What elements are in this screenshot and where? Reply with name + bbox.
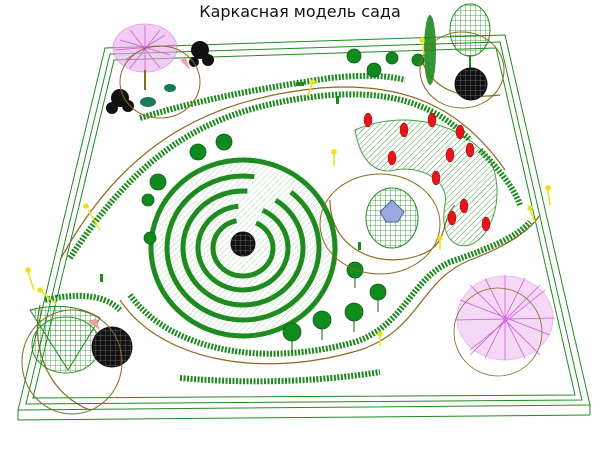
- garden-figures: [100, 82, 361, 282]
- lamp-posts: [25, 37, 551, 346]
- dark-shrubs: [106, 41, 214, 114]
- rose-garden: [354, 112, 498, 247]
- fountain-gazebo: [319, 173, 441, 275]
- blossom-tree-top-left: [112, 23, 178, 90]
- spiral-labyrinth: [148, 156, 338, 340]
- top-left-round-bed: [119, 45, 201, 119]
- garden-paths: [36, 54, 541, 411]
- blossom-tree-bottom-right: [453, 275, 556, 377]
- tall-wireframe-tree: [424, 3, 491, 101]
- diagram-title: Каркасная модель сада: [199, 2, 401, 21]
- top-right-round-bed: [419, 31, 505, 109]
- outer-boundary: [17, 34, 591, 421]
- labyrinth-center-shrub: [230, 231, 256, 257]
- pink-accents: [88, 58, 190, 330]
- cone-and-sphere: [21, 305, 133, 415]
- tree-trunks: [291, 278, 379, 352]
- round-trees: [141, 48, 425, 342]
